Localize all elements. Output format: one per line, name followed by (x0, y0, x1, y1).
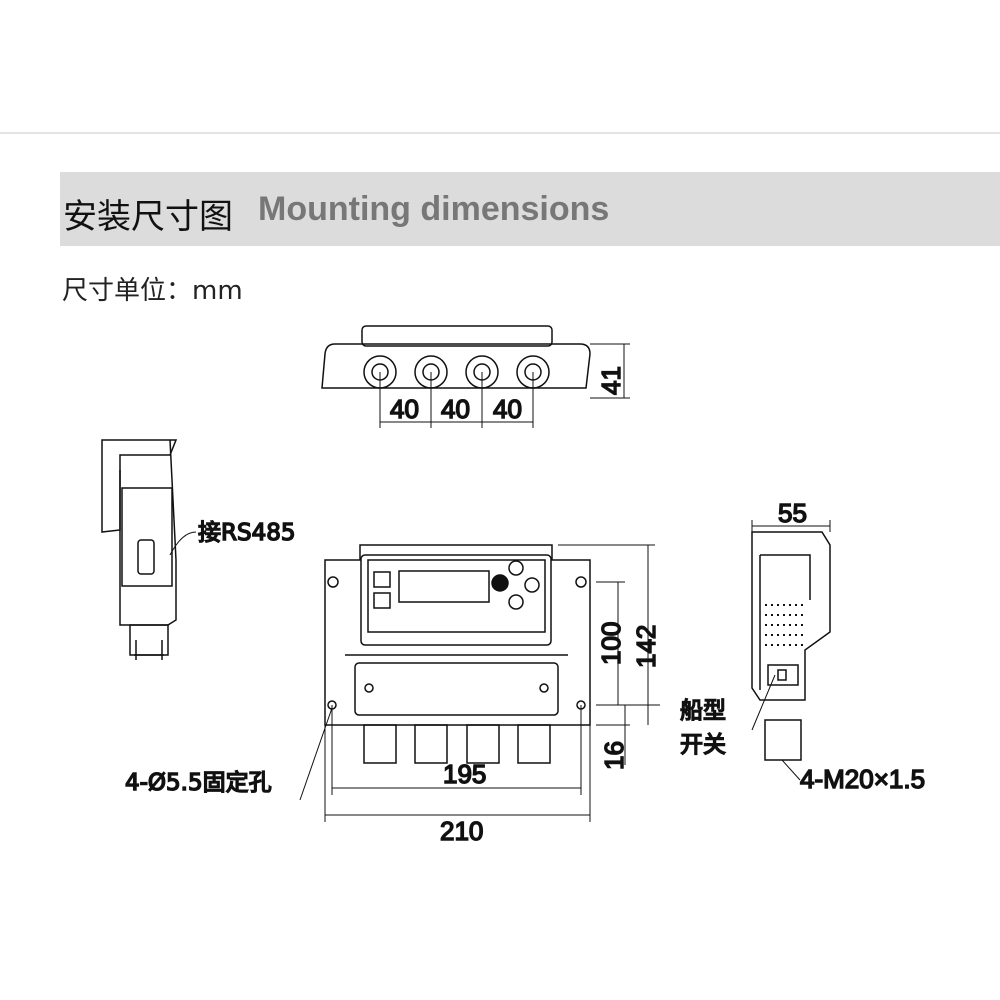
title-english: Mounting dimensions (258, 190, 610, 228)
dim-height-total: 142 (631, 625, 661, 668)
rs485-label: 接RS485 (198, 520, 295, 546)
switch-label-line1: 船型 (680, 698, 726, 724)
dim-spacing-3: 40 (493, 394, 522, 424)
mounting-hole-label: 4-Ø5.5固定孔 (125, 770, 272, 796)
dim-spacing-1: 40 (390, 394, 419, 424)
dim-width-total: 210 (440, 816, 483, 846)
dim-height-inner: 100 (596, 622, 626, 665)
cable-gland-label: 4-M20×1.5 (800, 764, 925, 794)
unit-label: 尺寸单位：mm (62, 276, 243, 306)
dim-height-top: 41 (596, 366, 626, 395)
dim-spacing-2: 40 (441, 394, 470, 424)
right-view (751, 520, 831, 781)
dim-width-holes: 195 (443, 759, 486, 789)
cable-glands-front (363, 724, 551, 764)
title-bar: 安装尺寸图 Mounting dimensions (60, 172, 1000, 246)
title-chinese: 安装尺寸图 (63, 197, 233, 237)
dim-depth: 55 (778, 498, 807, 528)
left-view (101, 439, 197, 660)
top-divider (0, 132, 1000, 134)
switch-label-line2: 开关 (680, 732, 726, 758)
front-view (299, 544, 660, 822)
dim-bottom: 16 (599, 741, 629, 770)
top-view (321, 325, 630, 428)
cable-glands-top (363, 355, 550, 389)
